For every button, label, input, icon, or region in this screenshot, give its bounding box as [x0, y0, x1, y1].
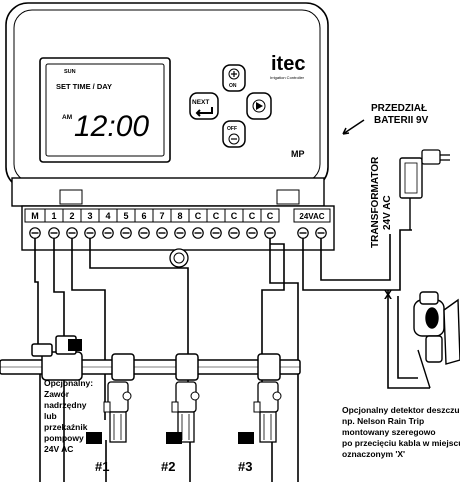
- on-button[interactable]: ON: [222, 64, 246, 92]
- solenoid-icon: [166, 432, 182, 444]
- return-arrow-icon: [195, 107, 213, 117]
- lcd-panel: [39, 57, 171, 163]
- terminal-label-m: M: [31, 211, 39, 221]
- terminal-label-c1: C: [195, 211, 202, 221]
- brand-subtitle: Irrigation Controller: [270, 75, 305, 80]
- terminal-label-7: 7: [159, 211, 164, 221]
- terminal-label-24vac: 24VAC: [299, 212, 324, 221]
- water-pipe: [0, 335, 301, 381]
- terminal-label-c3: C: [231, 211, 238, 221]
- terminal-label-c4: C: [249, 211, 256, 221]
- rain-sensor-icon: [413, 291, 460, 389]
- on-button-label: ON: [229, 83, 237, 89]
- terminal-label-6: 6: [141, 211, 146, 221]
- terminal-label-2: 2: [69, 211, 74, 221]
- solenoid-icon: [86, 432, 102, 444]
- wires: [34, 229, 430, 482]
- terminal-label-3: 3: [87, 211, 92, 221]
- terminal-label-8: 8: [177, 211, 182, 221]
- master-solenoid-icon: [68, 339, 82, 351]
- model-label: MP: [291, 149, 305, 159]
- lcd-ampm: AM: [62, 114, 72, 121]
- lcd-day: SUN: [64, 69, 76, 75]
- terminal-label-4: 4: [105, 211, 110, 221]
- cut-mark-x: X: [384, 288, 392, 302]
- rain-sensor-label: Opcjonalny detektor deszczu np. Nelson R…: [342, 405, 460, 459]
- terminal-label-1: 1: [51, 211, 56, 221]
- run-button[interactable]: [246, 92, 272, 120]
- battery-arrow-icon: [342, 119, 365, 135]
- lcd-time: 12:00: [74, 110, 149, 143]
- valve-label-3: #3: [238, 459, 252, 474]
- next-button-label: NEXT: [192, 99, 209, 106]
- terminal-label-strip: [24, 208, 331, 223]
- transformer-icon: [399, 149, 450, 230]
- valve-label-1: #1: [95, 459, 109, 474]
- play-icon: [256, 102, 263, 110]
- valve-3: [238, 381, 282, 444]
- terminal-label-c2: C: [213, 211, 220, 221]
- solenoid-icon: [238, 432, 254, 444]
- battery-label: PRZEDZIAŁ BATERII 9V: [371, 103, 430, 126]
- off-button-label: OFF: [227, 126, 237, 132]
- brand-logo: itec: [271, 53, 305, 75]
- terminal-label-5: 5: [123, 211, 128, 221]
- terminal-label-c5: C: [267, 211, 274, 221]
- transformer-label: TRANSFORMATOR 24V AC: [370, 154, 393, 248]
- master-valve-label: Opcjonalny: Zawór nadrzędny lub przekaźn…: [44, 378, 96, 454]
- off-button[interactable]: OFF: [222, 120, 246, 148]
- valve-label-2: #2: [161, 459, 175, 474]
- valve-2: [166, 381, 200, 444]
- lcd-mode: SET TIME / DAY: [56, 82, 112, 91]
- next-button[interactable]: NEXT: [189, 92, 219, 120]
- valve-1: [86, 381, 132, 444]
